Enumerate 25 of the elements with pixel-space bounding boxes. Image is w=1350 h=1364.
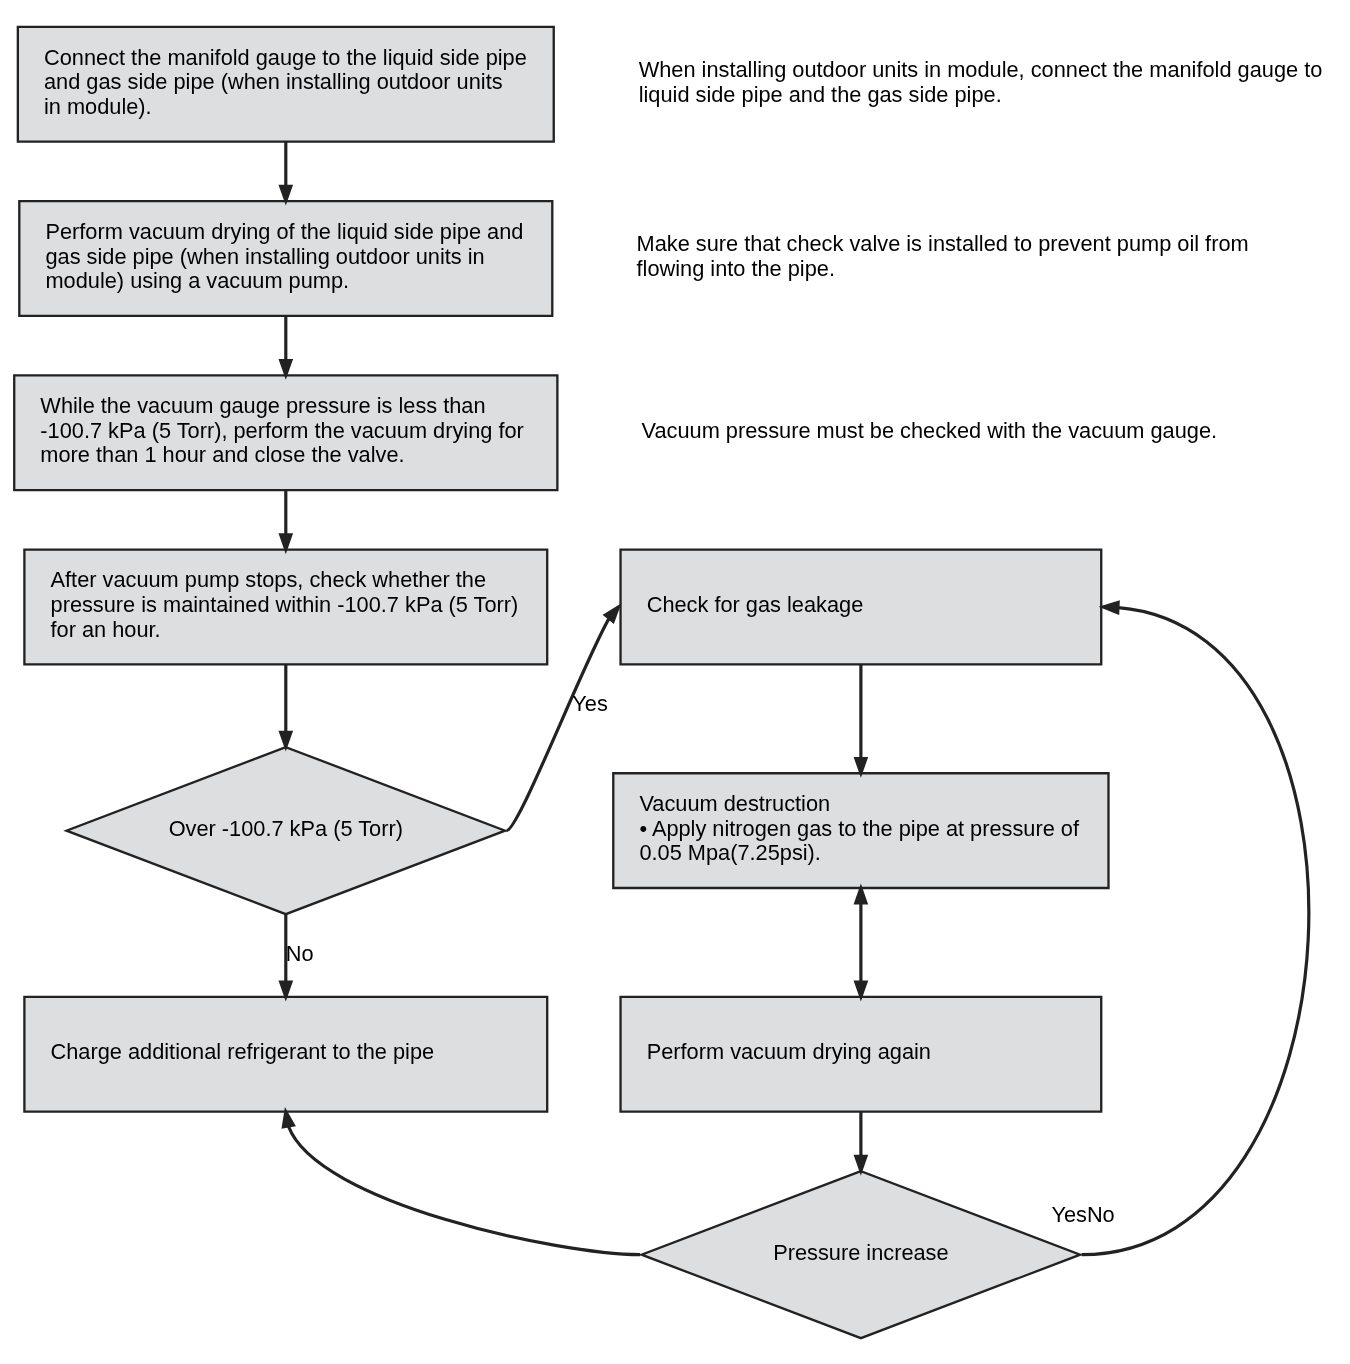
arrow (853, 883, 869, 1001)
node-box: Charge additional refrigerant to the pipe (23, 995, 549, 1113)
arrow (278, 664, 294, 752)
arrow (853, 1111, 869, 1176)
arrow (505, 602, 622, 832)
arrow (853, 664, 869, 778)
arrow (278, 141, 294, 206)
node-box: Perform vacuum drying of the liquid side pipe and gas side pipe (when installing outdoor units in module) using a vacuum pump. (18, 199, 554, 317)
arrow (1081, 599, 1310, 1256)
node-box: Connect the manifold gauge to the liquid side pipe and gas side pipe (when installing outdoor units in module). (16, 25, 555, 143)
edge-label: No (285, 940, 314, 966)
arrow (278, 489, 294, 554)
node-label: Vacuum pressure must be checked with the vacuum gauge. (641, 417, 1218, 443)
arrow (278, 913, 294, 1001)
node-box: While the vacuum gauge pressure is less than -100.7 kPa (5 Torr), perform the vacuum drying for more than 1 hour and close the valve. (13, 373, 559, 491)
node-label: When installing outdoor units in module, connect the manifold gauge to liquid side pipe and the gas side pipe. (638, 56, 1323, 107)
node-box: Check for gas leakage (619, 547, 1103, 665)
node-box: After vacuum pump stops, check whether the pressure is maintained within -100.7 kPa (5 Torr) for an hour. (23, 547, 549, 665)
node-box: Vacuum destruction • Apply nitrogen gas to the pipe at pressure of 0.05 Mpa(7.25psi). (612, 771, 1110, 889)
edge-label: Yes (572, 690, 608, 716)
arrow (278, 315, 294, 380)
node-diamond: Over -100.7 kPa (5 Torr) (63, 745, 509, 915)
node-label: Make sure that check valve is installed to prevent pump oil from flowing into the pipe. (636, 230, 1249, 281)
node-box: Perform vacuum drying again (619, 995, 1103, 1113)
arrow (281, 1106, 641, 1256)
